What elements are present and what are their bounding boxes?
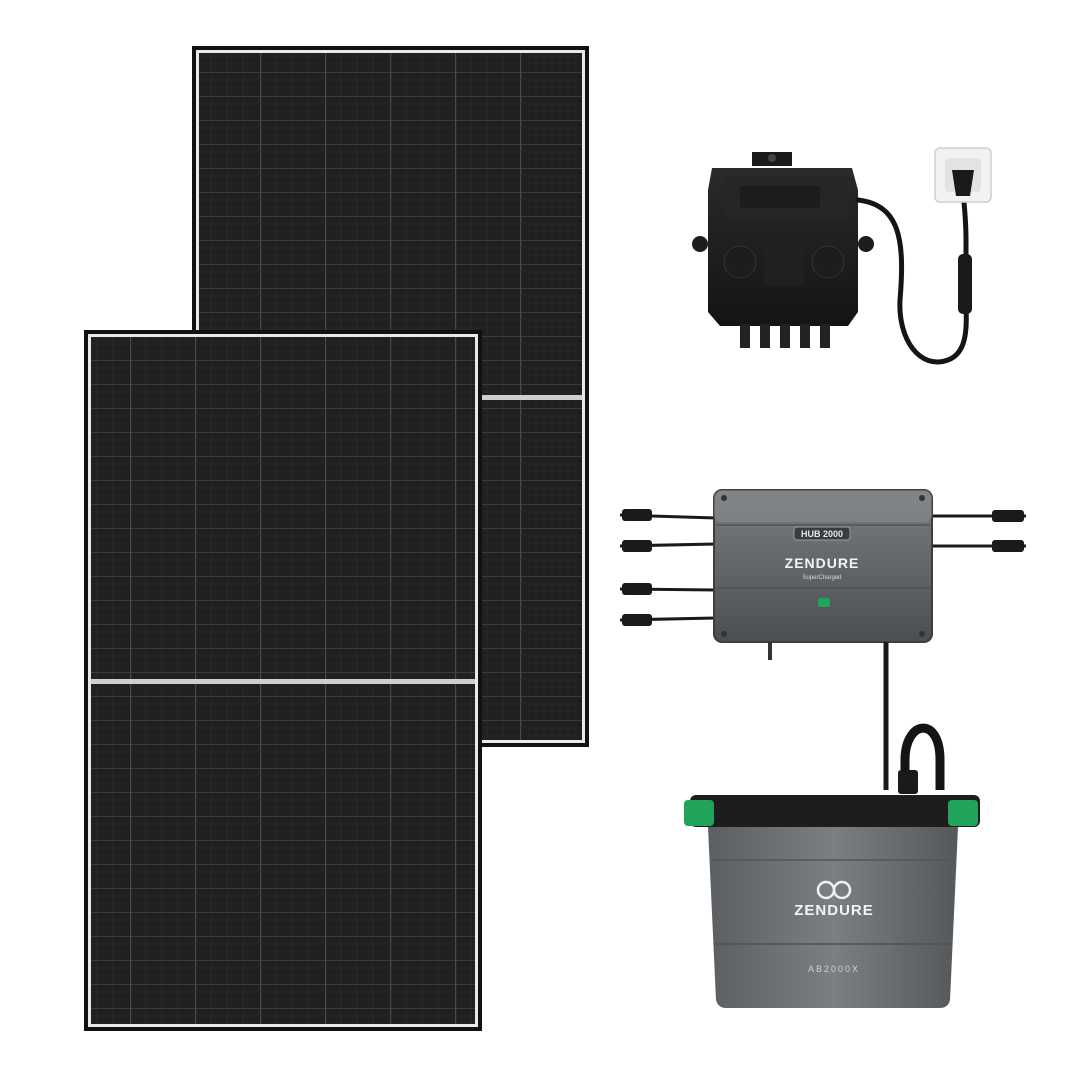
zendure-logo-icon [816, 880, 852, 900]
battery-device: ZENDURE AB2000X [684, 723, 980, 1008]
hub-device: HUB 2000 ZENDURE SuperCharged [713, 489, 933, 790]
battery-brand-label: ZENDURE [794, 902, 874, 919]
solar-panel-front [84, 330, 482, 1031]
battery-handle-right [948, 800, 978, 826]
hub-status-led [818, 598, 830, 607]
microinverter [692, 147, 992, 365]
battery-model-label: AB2000X [808, 964, 860, 974]
hub-tagline: SuperCharged [802, 575, 841, 581]
hub-pv-cables-left [619, 509, 717, 626]
battery-handle-left [684, 800, 714, 826]
hub-pv-cables-right [930, 510, 1026, 552]
hub-model-badge: HUB 2000 [801, 529, 843, 539]
hub-brand-label: ZENDURE [785, 555, 860, 571]
